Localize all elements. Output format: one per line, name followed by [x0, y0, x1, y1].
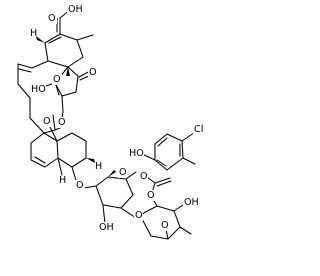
label-lactone-o-carbonyl: O [89, 67, 97, 78]
label-h-stereo-mid: H [95, 161, 102, 172]
label-sugar2-oh: OH [184, 197, 199, 208]
label-sugar1-oh: OH [99, 222, 114, 233]
atom-labels: OH O O O HO O O H H H O O OH O O OH O O … [30, 4, 203, 233]
stereo-wedges [36, 36, 116, 177]
label-lactone-o-ring: O [53, 74, 61, 85]
label-aryl-ester-co: O [140, 171, 148, 182]
label-acid-o: O [48, 13, 56, 24]
label-phenol-oh: HO [129, 148, 144, 159]
label-sugar1-ring-o: O [119, 167, 127, 178]
label-chloro: Cl [194, 124, 203, 135]
label-glycoside-o: O [76, 180, 84, 191]
label-sugar2-ring-o: O [161, 220, 169, 231]
label-ester-o-carbonyl: O [43, 116, 51, 127]
label-ester-o-link: O [58, 117, 66, 128]
chemical-structure-drawing: OH O O O HO O O H H H O O OH O O OH O O … [17, 4, 207, 240]
label-acid-oh: OH [68, 4, 83, 15]
label-aryl-ester-o: O [147, 190, 155, 201]
label-interglycoside-o: O [135, 210, 143, 221]
label-masks [30, 4, 207, 233]
bond-skeleton [17, 9, 196, 240]
label-h-stereo-low: H [59, 175, 66, 186]
label-h-stereo-top: H [30, 28, 37, 39]
structure-canvas: OH O O O HO O O H H H O O OH O O OH O O … [17, 4, 207, 240]
label-enol-ho: HO [31, 84, 46, 95]
